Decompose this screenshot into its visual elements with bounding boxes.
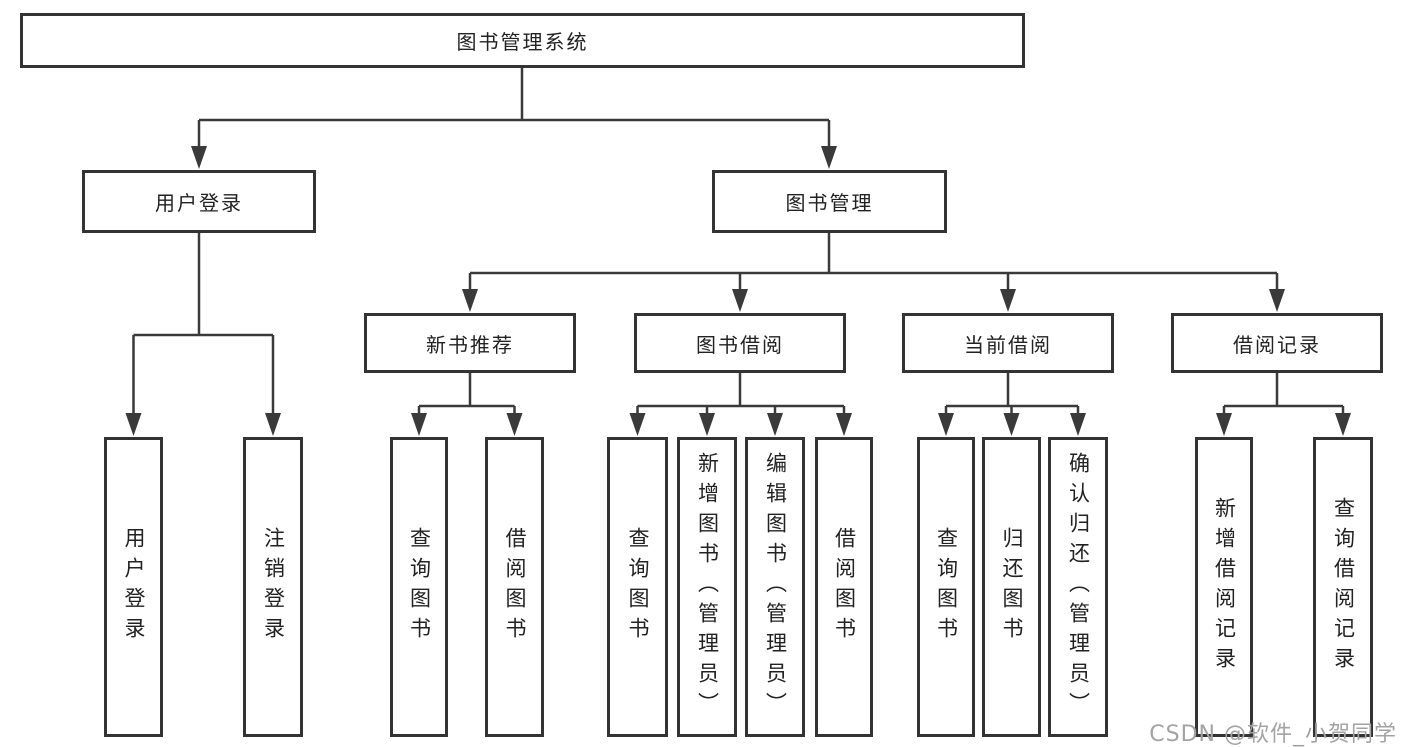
- node-borrowing-records: 借阅记录: [1171, 313, 1383, 373]
- node-confirm-return-admin: 确认归还（管理员）: [1048, 437, 1108, 737]
- connector-mgmt-to-level3: [468, 233, 1279, 291]
- node-label: 归还图书: [1000, 527, 1024, 647]
- node-label: 确认归还（管理员）: [1066, 452, 1091, 722]
- node-query-books-rec: 查询图书: [390, 437, 448, 737]
- node-query-books-borrow: 查询图书: [607, 437, 668, 737]
- node-label: 图书管理: [785, 191, 874, 215]
- node-return-books: 归还图书: [982, 437, 1041, 737]
- node-query-borrow-record: 查询借阅记录: [1313, 437, 1373, 737]
- node-label: 图书借阅: [696, 332, 784, 357]
- node-label: 编辑图书（管理员）: [763, 452, 788, 722]
- node-label: 新增借阅记录: [1212, 497, 1237, 677]
- connector-login-to-children: [132, 233, 275, 414]
- node-logout-leaf: 注销登录: [243, 437, 303, 737]
- node-book-management: 图书管理: [712, 170, 947, 233]
- node-label: 查询图书: [934, 527, 959, 647]
- connector-borrow-to-children: [636, 373, 846, 414]
- connector-records-to-children: [1222, 373, 1345, 414]
- node-label: 查询借阅记录: [1331, 497, 1356, 677]
- connector-current-to-children: [944, 373, 1080, 414]
- node-label: 查询图书: [407, 527, 432, 647]
- connector-root-to-level2: [197, 68, 831, 147]
- node-user-login: 用户登录: [82, 170, 316, 233]
- node-label: 注销登录: [261, 527, 286, 647]
- node-label: 用户登录: [122, 527, 146, 647]
- node-borrow-books-leaf: 借阅图书: [815, 437, 873, 737]
- node-add-books-admin: 新增图书（管理员）: [677, 437, 737, 737]
- node-label: 借阅图书: [503, 527, 527, 647]
- node-label: 新书推荐: [426, 332, 514, 357]
- node-book-borrowing: 图书借阅: [634, 313, 846, 373]
- node-library-management-system: 图书管理系统: [20, 13, 1025, 68]
- connector-rec-to-children: [417, 373, 516, 414]
- node-add-borrow-record: 新增借阅记录: [1195, 437, 1253, 737]
- node-new-book-recommendation: 新书推荐: [364, 313, 576, 373]
- node-borrow-books-rec: 借阅图书: [485, 437, 544, 737]
- node-edit-books-admin: 编辑图书（管理员）: [745, 437, 805, 737]
- node-label: 当前借阅: [964, 332, 1052, 357]
- csdn-watermark: CSDN @软件_小贺同学: [1149, 722, 1397, 747]
- arrowheads: [125, 146, 1351, 436]
- node-query-books-current: 查询图书: [917, 437, 975, 737]
- node-label: 用户登录: [155, 191, 243, 215]
- node-label: 查询图书: [626, 527, 650, 647]
- node-user-login-leaf: 用户登录: [104, 437, 163, 737]
- node-label: 新增图书（管理员）: [695, 452, 720, 722]
- node-label: 借阅记录: [1233, 332, 1321, 357]
- node-label: 图书管理系统: [456, 30, 589, 54]
- node-label: 借阅图书: [832, 527, 857, 647]
- node-current-borrowing: 当前借阅: [902, 313, 1114, 373]
